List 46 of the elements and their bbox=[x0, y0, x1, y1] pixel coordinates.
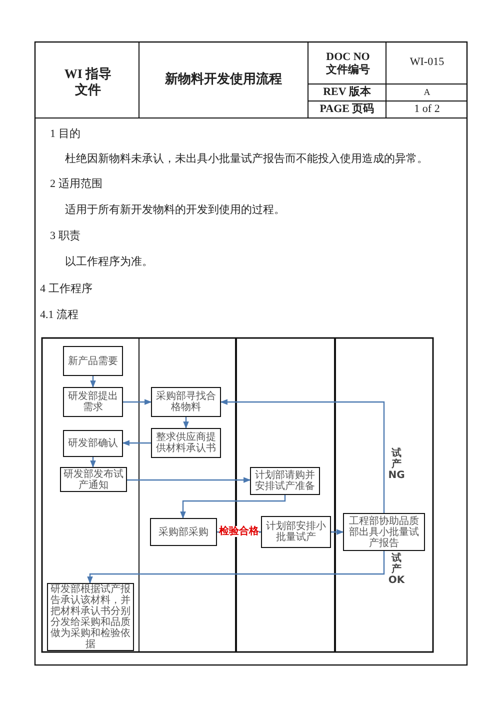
body-text: 杜绝因新物料未承认，未出具小批量试产报告而不能投入使用造成的异常。 bbox=[65, 153, 429, 167]
process-box bbox=[150, 518, 217, 546]
arrow bbox=[331, 529, 344, 535]
edge-label: 检验合格 bbox=[219, 526, 259, 537]
box-text: 采购部寻找合格物料 bbox=[155, 391, 217, 413]
document-title: 新物料开发使用流程 bbox=[164, 70, 283, 90]
header-cell-text: REV 版本 bbox=[322, 85, 372, 100]
box-text: 新产品需要 bbox=[68, 356, 118, 366]
arrow bbox=[127, 477, 251, 483]
box-text: 采购部采购 bbox=[158, 526, 208, 538]
box-text: 工程部协助品质部出具小批量试产报告 bbox=[348, 516, 420, 548]
header-cell-text: PAGE 页码 bbox=[318, 102, 376, 117]
process-box bbox=[63, 346, 123, 376]
box-text: 计划部安排小批量试产 bbox=[265, 521, 327, 543]
section-heading: 2 适用范围 bbox=[50, 178, 104, 192]
header-cell-text: WI-015 bbox=[408, 55, 446, 70]
process-box bbox=[261, 516, 331, 548]
header-cell-text: A bbox=[422, 86, 432, 100]
section-heading: 3 职责 bbox=[50, 230, 82, 244]
body-text: 适用于所有新开发物料的开发到使用的过程。 bbox=[65, 204, 286, 218]
arrow bbox=[183, 417, 189, 429]
arrow bbox=[180, 495, 286, 519]
box-text: 研发部根据试产报告承认该材料，并把材料承认书分别分发给采购和品质做为采购和检验依据 bbox=[50, 584, 132, 650]
process-box bbox=[63, 430, 123, 457]
arrow bbox=[122, 440, 151, 446]
arrow bbox=[90, 376, 96, 388]
header-cell-text: WI 指导文件 bbox=[63, 65, 113, 99]
section-heading: 4 工作程序 bbox=[40, 283, 94, 297]
section-heading: 4.1 流程 bbox=[40, 309, 80, 323]
arrow bbox=[220, 399, 385, 513]
section-heading: 1 目的 bbox=[50, 128, 82, 142]
arrow bbox=[123, 399, 152, 405]
box-text: 计划部请购并安排试产准备 bbox=[254, 470, 316, 492]
edge-label: 试产OK bbox=[388, 553, 405, 586]
process-box bbox=[343, 513, 425, 551]
box-text: 研发部确认 bbox=[68, 438, 118, 449]
arrow bbox=[87, 551, 385, 584]
process-box bbox=[250, 467, 320, 495]
header-cell-text: DOC NO 文件编号 bbox=[325, 50, 371, 78]
box-text: 整求供应商提供材料承认书 bbox=[155, 432, 217, 454]
edge-label: 试产NG bbox=[388, 448, 405, 481]
header-cell-text: 1 of 2 bbox=[413, 102, 441, 117]
box-text: 研发部提出需求 bbox=[67, 391, 119, 413]
box-text: 研发部发布试产通知 bbox=[62, 468, 124, 490]
body-text: 以工作程序为准。 bbox=[65, 256, 154, 270]
arrow bbox=[90, 457, 96, 468]
